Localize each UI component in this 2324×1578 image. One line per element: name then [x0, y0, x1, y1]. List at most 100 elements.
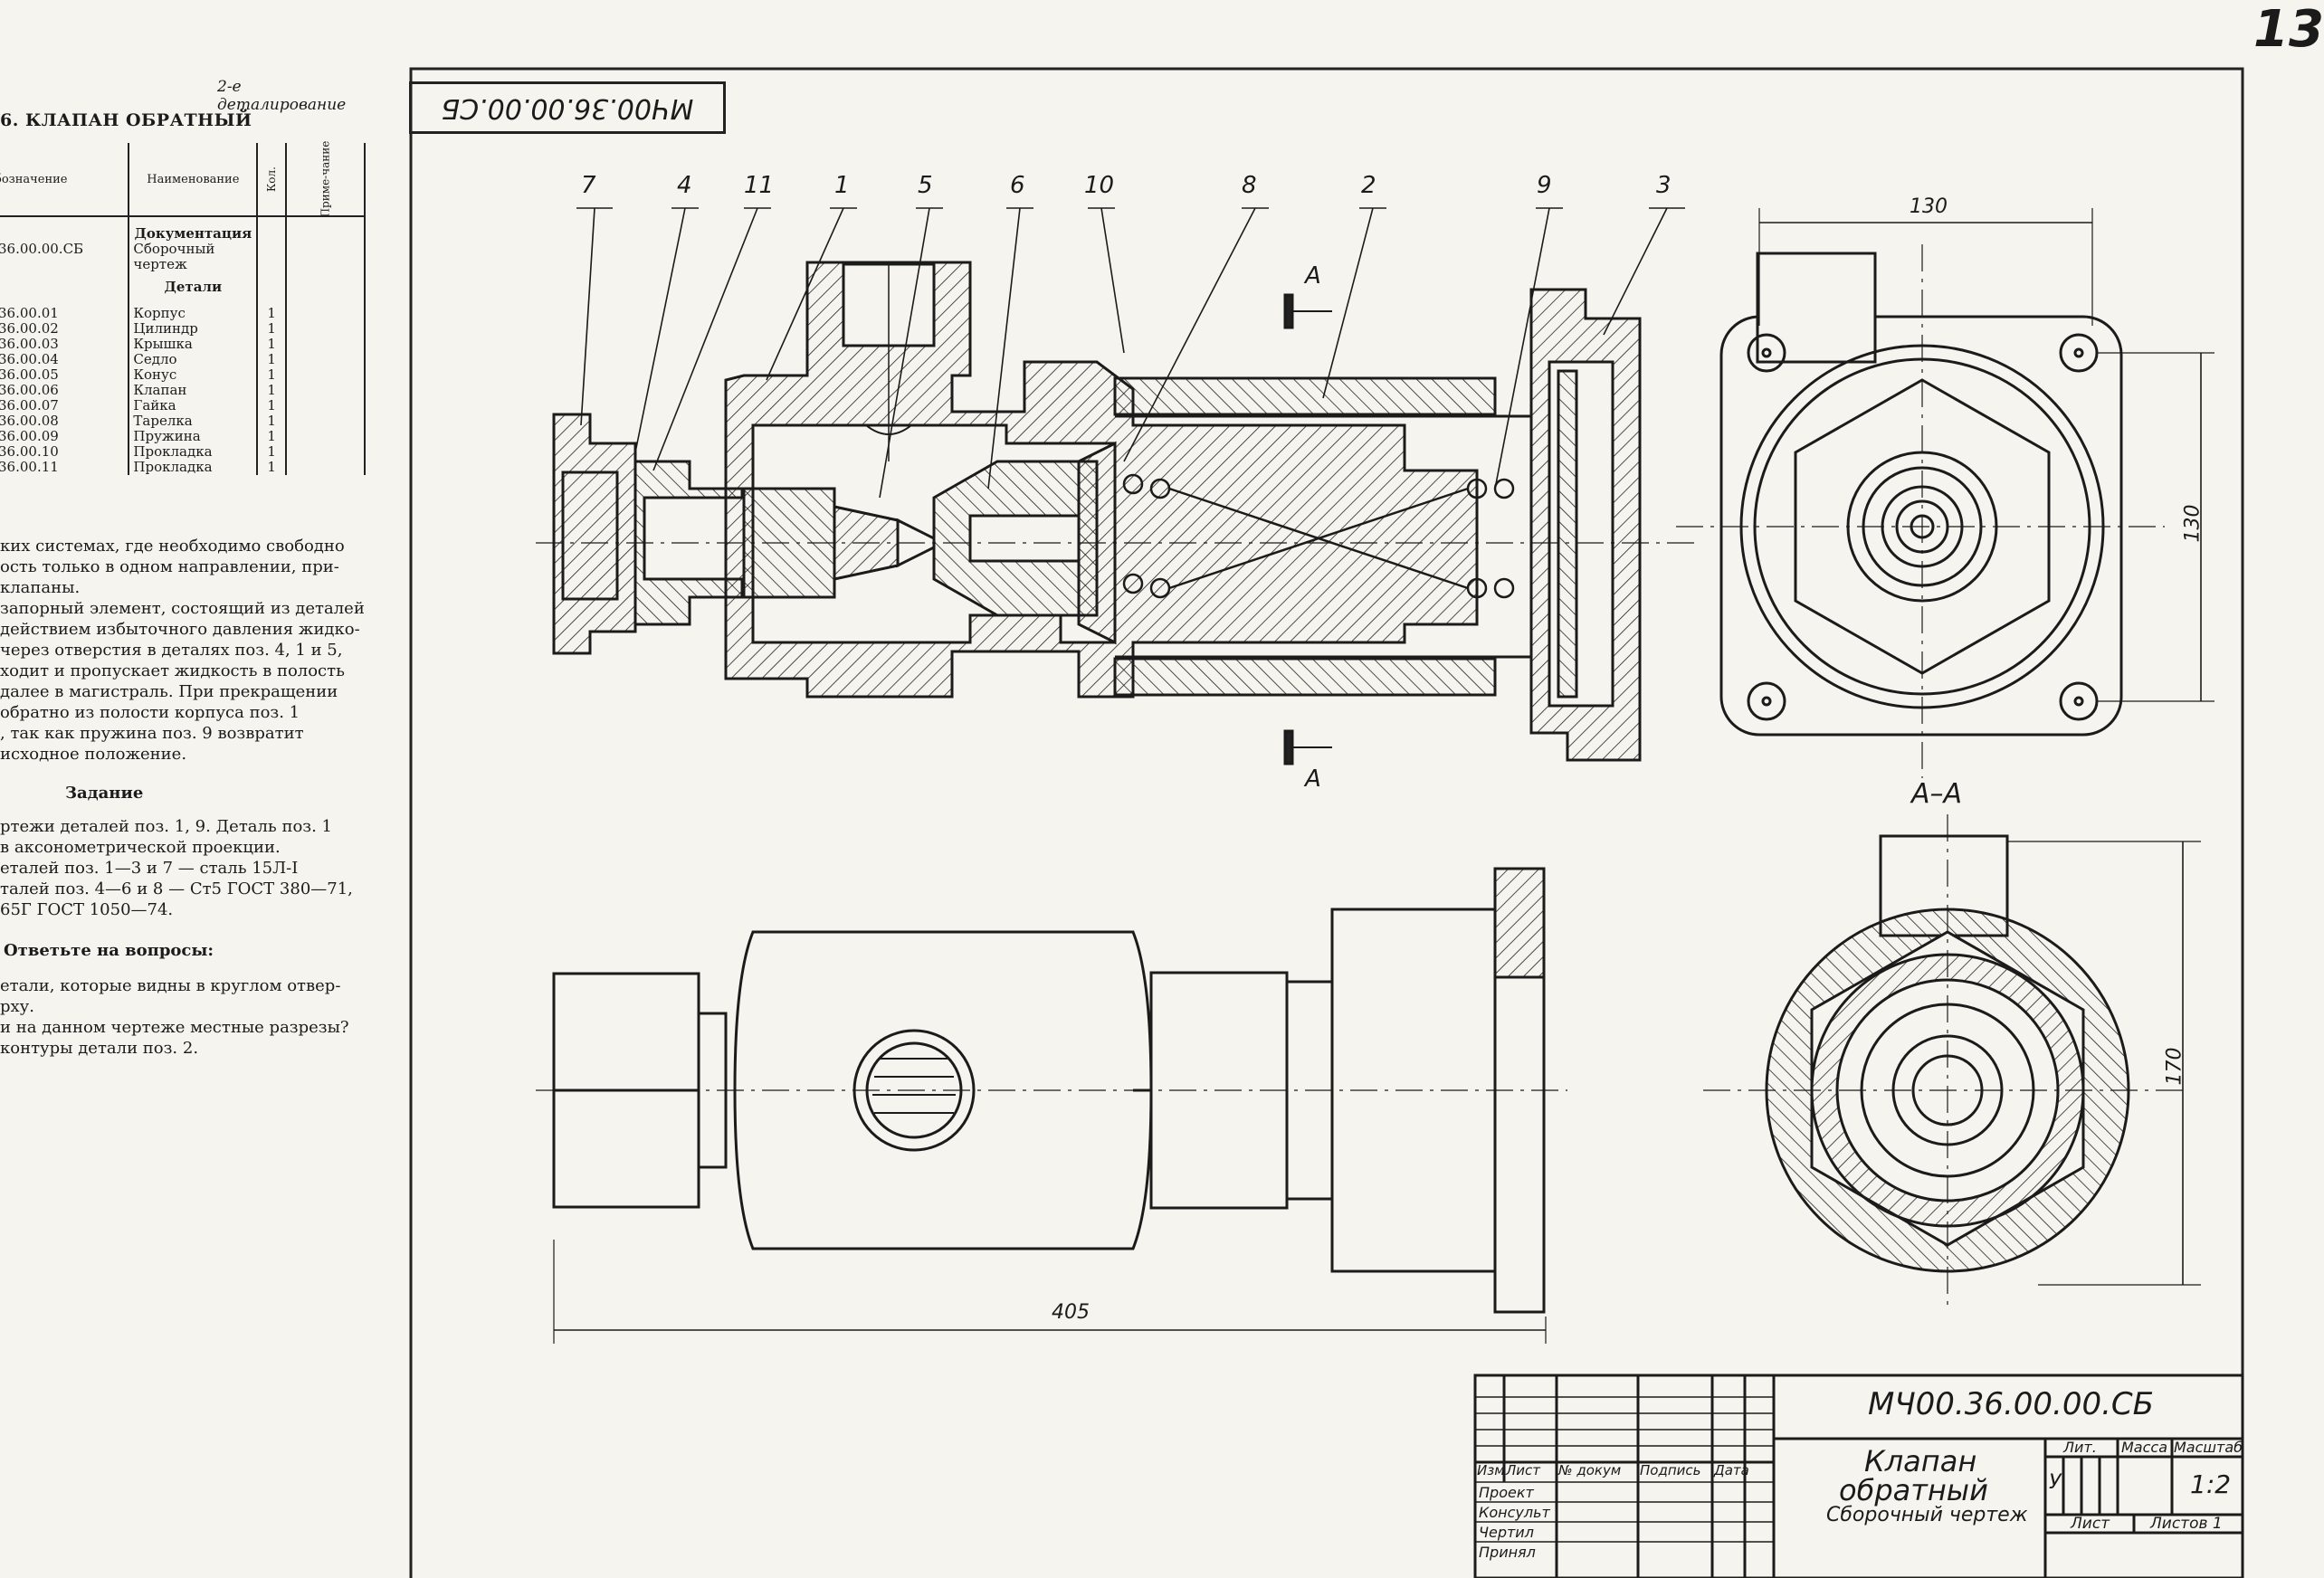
section-a-a: [1703, 814, 2201, 1312]
section-marker-top: А: [1305, 262, 1321, 290]
section-a-a-title: А–А: [1911, 778, 1963, 810]
callout-4: 4: [677, 172, 692, 199]
part-name: Клапан: [128, 383, 258, 398]
text-line: запорный элемент, состоящий из деталей: [0, 599, 365, 618]
title-role: Консульт: [1479, 1504, 1550, 1521]
text-line: ртежи деталей поз. 1, 9. Деталь поз. 1: [0, 817, 333, 836]
title-col-header: Лист: [1506, 1462, 1541, 1478]
callout-5: 5: [918, 172, 933, 199]
text-line: , так как пружина поз. 9 возвратит: [0, 724, 304, 743]
questions-text: етали, которые видны в круглом отвер-рху…: [0, 975, 367, 1059]
part-name: Гайка: [128, 398, 258, 414]
part-name: Прокладка: [128, 460, 258, 475]
callout-6: 6: [1010, 172, 1025, 199]
part-qty: 1: [256, 367, 287, 383]
callout-7: 7: [581, 172, 596, 199]
callout-8: 8: [1242, 172, 1257, 199]
part-name: Седло: [128, 352, 258, 367]
sheet-frame: [409, 67, 2244, 1578]
part-code: 36.00.05: [0, 366, 59, 383]
part-name: Цилиндр: [128, 321, 258, 337]
text-line: в аксонометрической проекции.: [0, 838, 281, 857]
text-line: 65Г ГОСТ 1050—74.: [0, 900, 174, 919]
doc-name: Сборочный чертеж: [128, 242, 258, 272]
text-line: исходное положение.: [0, 745, 187, 764]
title-block-lines: [1473, 1374, 2244, 1578]
part-code: 36.00.03: [0, 336, 59, 352]
col-note: Приме-чание: [285, 140, 366, 217]
title-role: Чертил: [1479, 1524, 1534, 1541]
dim-top-width: 130: [1910, 195, 1948, 218]
part-code: 36.00.10: [0, 443, 59, 460]
title-col-header: Изм: [1477, 1462, 1505, 1478]
assembly-drawing: [409, 67, 2244, 1578]
doc-code: 36.00.00.СБ: [0, 241, 84, 257]
part-qty: 1: [256, 321, 287, 337]
questions-heading: Ответьте на вопросы:: [4, 941, 214, 960]
mirrored-code: МЧ00.36.00.00.СБ: [441, 92, 694, 124]
title-code: МЧ00.36.00.00.СБ: [1868, 1386, 2154, 1422]
dim-section-height: 170: [2163, 1047, 2186, 1086]
scale-value: 1:2: [2190, 1469, 2232, 1499]
part-qty: 1: [256, 352, 287, 367]
sectional-view: [536, 207, 1694, 765]
callout-2: 2: [1361, 172, 1376, 199]
parts-group: Детали: [128, 272, 258, 306]
sheets-label: Листов 1: [2150, 1515, 2223, 1533]
text-line: талей поз. 4—6 и 8 — Ст5 ГОСТ 380—71,: [0, 879, 353, 898]
text-line: клапаны.: [0, 578, 81, 597]
part-code: 36.00.07: [0, 397, 59, 414]
text-line: рху.: [0, 997, 34, 1016]
col-qty: Кол.: [256, 143, 287, 217]
part-code: 36.00.01: [0, 305, 59, 321]
part-qty: 1: [256, 306, 287, 321]
callout-1: 1: [834, 172, 850, 199]
part-name: Крышка: [128, 337, 258, 352]
part-code: 36.00.08: [0, 413, 59, 429]
col-name: Наименование: [128, 143, 258, 217]
task-text: ртежи деталей поз. 1, 9. Деталь поз. 1 в …: [0, 816, 367, 920]
text-line: через отверстия в деталях поз. 4, 1 и 5,: [0, 641, 343, 660]
col-designation: бозначение: [0, 143, 129, 217]
section-header: 2-е деталирование: [217, 78, 347, 114]
title-col-header: № докум: [1558, 1462, 1622, 1478]
part-qty: 1: [256, 429, 287, 444]
lit-value: У: [2049, 1471, 2062, 1494]
part-qty: 1: [256, 398, 287, 414]
text-line: обратно из полости корпуса поз. 1: [0, 703, 300, 722]
text-line: еталей поз. 1—3 и 7 — сталь 15Л-I: [0, 859, 299, 878]
text-line: действием избыточного давления жидко-: [0, 620, 360, 639]
text-line: ходит и пропускает жидкость в полость: [0, 661, 345, 680]
part-code: 36.00.09: [0, 428, 59, 444]
page-number: 13: [2253, 0, 2324, 59]
title-col-header: Дата: [1714, 1462, 1749, 1478]
callout-9: 9: [1537, 172, 1552, 199]
callout-3: 3: [1656, 172, 1672, 199]
specification-panel: 2-е деталирование 6. КЛАПАН ОБРАТНЫЙ боз…: [0, 0, 371, 1578]
side-view: [536, 867, 1567, 1344]
mirrored-code-box: МЧ00.36.00.00.СБ: [409, 81, 726, 134]
title-col-header: Подпись: [1640, 1462, 1701, 1478]
part-qty: 1: [256, 414, 287, 429]
mass-label: Масса: [2121, 1439, 2168, 1456]
parts-table: бозначение Наименование Кол. Приме-чание…: [0, 140, 366, 475]
part-name: Корпус: [128, 306, 258, 321]
doc-group: Документация: [128, 216, 258, 242]
section-marker-bottom: А: [1305, 765, 1321, 793]
part-qty: 1: [256, 460, 287, 475]
text-line: и на данном чертеже местные разрезы?: [0, 1018, 349, 1037]
end-view: [1676, 208, 2214, 778]
part-name: Пружина: [128, 429, 258, 444]
